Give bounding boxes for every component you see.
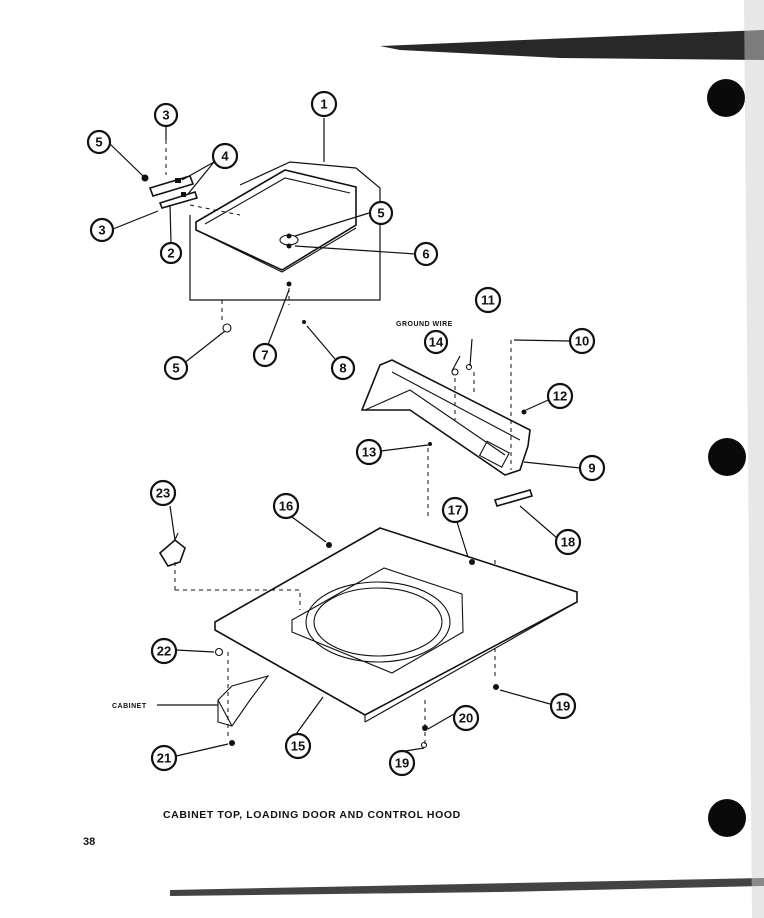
- callout-9: 9: [578, 454, 606, 482]
- svg-text:21: 21: [157, 751, 171, 766]
- callout-22: 22: [150, 637, 178, 665]
- callout-5b: 5: [368, 200, 394, 226]
- svg-text:4: 4: [221, 149, 229, 164]
- lid-switch: [158, 532, 186, 567]
- cabinet-label: CABINET: [112, 703, 147, 710]
- callout-8: 8: [330, 355, 356, 381]
- cabinet-bracket: [217, 675, 270, 728]
- scan-artifacts: [170, 0, 764, 918]
- svg-text:17: 17: [448, 503, 462, 518]
- callout-5a: 5: [86, 129, 112, 155]
- callout-1: 1: [310, 90, 338, 118]
- callout-6: 6: [413, 241, 439, 267]
- callout-19b: 19: [388, 749, 416, 777]
- svg-text:13: 13: [362, 445, 376, 460]
- cabinet-top: [214, 527, 578, 723]
- svg-text:6: 6: [422, 247, 429, 262]
- loading-door: [195, 169, 357, 287]
- callout-10: 10: [568, 327, 596, 355]
- svg-text:19: 19: [556, 699, 570, 714]
- callout-3b: 3: [89, 217, 115, 243]
- callout-3a: 3: [153, 102, 179, 128]
- callout-21: 21: [150, 744, 178, 772]
- callout-7: 7: [252, 342, 278, 368]
- leader-lines: [108, 126, 581, 758]
- ground-wire-label: GROUND WIRE: [396, 321, 453, 328]
- svg-text:9: 9: [588, 461, 595, 476]
- svg-text:5: 5: [377, 206, 384, 221]
- svg-text:19: 19: [395, 756, 409, 771]
- svg-text:5: 5: [172, 361, 179, 376]
- binder-hole-bottom: [708, 799, 746, 837]
- callout-20: 20: [452, 704, 480, 732]
- callout-12: 12: [546, 382, 574, 410]
- svg-text:3: 3: [162, 108, 169, 123]
- svg-text:8: 8: [339, 361, 346, 376]
- svg-text:23: 23: [156, 486, 170, 501]
- svg-text:7: 7: [261, 348, 268, 363]
- svg-text:11: 11: [481, 293, 495, 308]
- svg-text:12: 12: [553, 389, 567, 404]
- callout-13: 13: [355, 438, 383, 466]
- callout-14: 14: [423, 329, 449, 355]
- svg-text:16: 16: [279, 499, 293, 514]
- svg-text:1: 1: [320, 97, 327, 112]
- svg-text:2: 2: [167, 246, 174, 261]
- control-hood: [360, 359, 534, 507]
- svg-text:3: 3: [98, 223, 105, 238]
- callout-16: 16: [272, 492, 300, 520]
- callout-4: 4: [211, 142, 239, 170]
- callout-11: 11: [474, 286, 502, 314]
- callout-18: 18: [554, 528, 582, 556]
- binder-hole-top: [707, 79, 745, 117]
- svg-text:5: 5: [95, 135, 102, 150]
- binder-hole-middle: [708, 438, 746, 476]
- svg-text:18: 18: [561, 535, 575, 550]
- callout-5c: 5: [163, 355, 189, 381]
- callout-15: 15: [284, 732, 312, 760]
- svg-text:22: 22: [157, 644, 171, 659]
- callout-23: 23: [149, 479, 177, 507]
- callout-19a: 19: [549, 692, 577, 720]
- svg-text:20: 20: [459, 711, 473, 726]
- svg-text:10: 10: [575, 334, 589, 349]
- callout-17: 17: [441, 496, 469, 524]
- svg-text:15: 15: [291, 739, 305, 754]
- callout-2: 2: [159, 241, 183, 265]
- figure-caption: CABINET TOP, LOADING DOOR AND CONTROL HO…: [163, 809, 461, 821]
- page-number: 38: [83, 836, 96, 848]
- svg-text:14: 14: [429, 335, 444, 350]
